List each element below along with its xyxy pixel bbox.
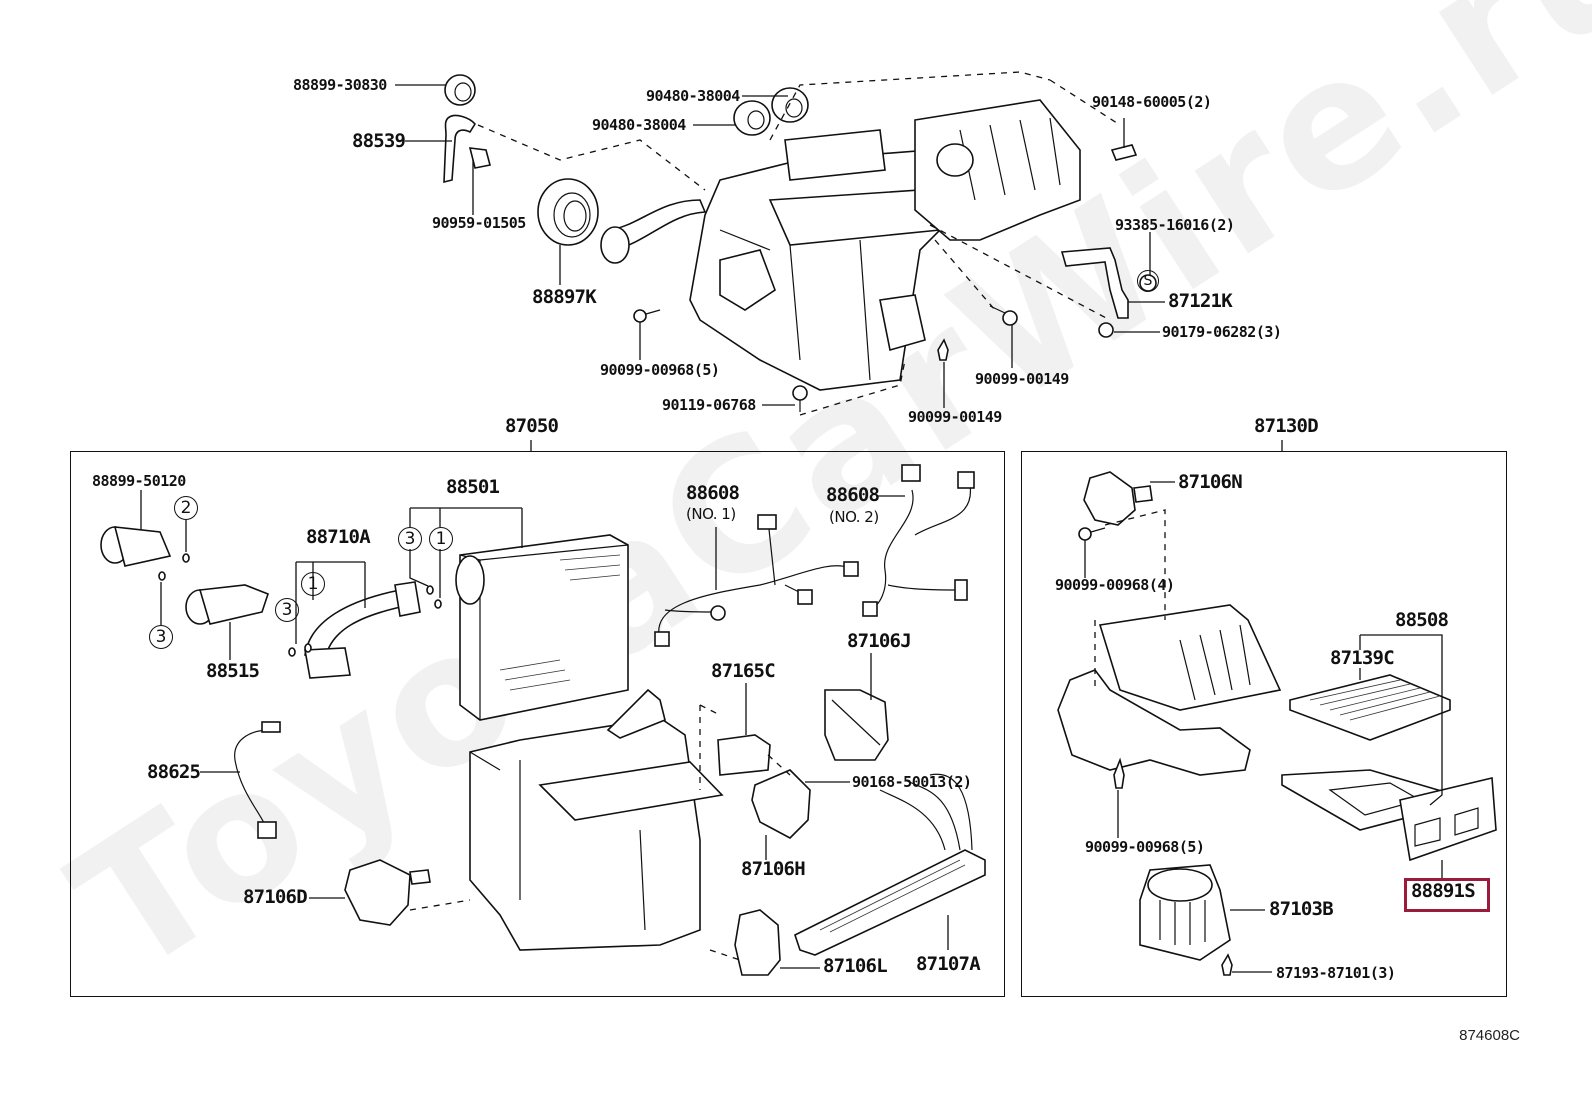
part-label-87107A[interactable]: 87107A <box>916 953 981 975</box>
part-label-87165C[interactable]: 87165C <box>711 660 776 682</box>
orings-87050 <box>158 553 442 657</box>
oring-callout-1-b: 1 <box>429 527 453 551</box>
part-label-87106L[interactable]: 87106L <box>823 955 888 977</box>
leader-lines-87050 <box>140 440 949 969</box>
servo-87106L <box>734 909 781 976</box>
part-label-88608-no2[interactable]: 88608 <box>826 484 880 506</box>
part-label-88710A[interactable]: 88710A <box>306 526 371 548</box>
part-label-87121K[interactable]: 87121K <box>1168 290 1233 312</box>
seal-88897K <box>537 178 599 246</box>
servo-87106N <box>1083 471 1153 526</box>
highlighted-part-box[interactable] <box>1404 878 1490 912</box>
part-label-90099-00968-5-top[interactable]: 90099-00968(5) <box>600 361 720 379</box>
air-duct-88891S <box>1399 777 1497 862</box>
heater-unit-87050 <box>469 688 724 951</box>
grommets-90480-38004 <box>733 87 809 136</box>
part-label-87106H[interactable]: 87106H <box>741 858 806 880</box>
top-heater-unit <box>600 99 1081 391</box>
oring-callout-3-b: 3 <box>275 598 299 622</box>
part-sublabel-88608-no1: (NO. 1) <box>686 505 736 523</box>
sensor-88625 <box>234 721 281 839</box>
leader-lines-top <box>395 84 1165 408</box>
part-label-88508[interactable]: 88508 <box>1395 609 1449 631</box>
part-label-87106J[interactable]: 87106J <box>847 630 912 652</box>
part-label-88891S[interactable]: 88891S <box>1411 880 1476 902</box>
group-title-87050[interactable]: 87050 <box>505 415 559 437</box>
part-label-90480-38004-lower[interactable]: 90480-38004 <box>592 116 686 134</box>
heater-core-87107A <box>794 773 986 956</box>
servo-87106H <box>751 769 811 839</box>
evaporator-88501 <box>455 534 629 721</box>
part-label-90099-00968-5-group[interactable]: 90099-00968(5) <box>1085 838 1205 856</box>
part-label-87193-87101[interactable]: 87193-87101(3) <box>1276 964 1396 982</box>
part-label-90959-01505[interactable]: 90959-01505 <box>432 214 526 232</box>
group-title-87130D[interactable]: 87130D <box>1254 415 1319 437</box>
part-label-90099-00149-lower[interactable]: 90099-00149 <box>908 408 1002 426</box>
amplifier-87165C <box>717 734 771 776</box>
servo-87106D <box>344 859 431 926</box>
part-label-88539[interactable]: 88539 <box>352 130 406 152</box>
part-label-90168-50013[interactable]: 90168-50013(2) <box>852 773 972 791</box>
tube-88710A <box>304 581 421 679</box>
hose-88539 <box>443 114 491 184</box>
grommet-88899-30830 <box>444 74 476 106</box>
pressure-switch-88899-50120 <box>100 526 172 567</box>
group-frame-87130D <box>1021 451 1507 997</box>
bracket-87121K <box>1060 247 1129 319</box>
group-frame-87050 <box>70 451 1005 997</box>
part-label-87106N[interactable]: 87106N <box>1178 471 1243 493</box>
part-label-88899-30830[interactable]: 88899-30830 <box>293 76 387 94</box>
part-label-90099-00149-right[interactable]: 90099-00149 <box>975 370 1069 388</box>
filter-87139C <box>1289 674 1451 741</box>
part-label-87106D[interactable]: 87106D <box>243 886 308 908</box>
screws-87130D <box>1078 527 1233 976</box>
oring-callout-1-a: 1 <box>301 572 325 596</box>
diagram-id: 874608C <box>1459 1027 1520 1044</box>
wire-harness-88608-no2 <box>862 464 975 617</box>
servo-87106J <box>824 689 889 761</box>
part-label-88625[interactable]: 88625 <box>147 761 201 783</box>
dashed-guides-top <box>477 71 1121 416</box>
oring-callout-3-a: 3 <box>149 625 173 649</box>
part-label-87139C[interactable]: 87139C <box>1330 647 1395 669</box>
expansion-valve-88515 <box>185 584 269 625</box>
wire-harness-88608-no1 <box>654 514 859 647</box>
leader-lines-87130D <box>1084 440 1443 973</box>
part-label-88515[interactable]: 88515 <box>206 660 260 682</box>
oring-callout-2: 2 <box>174 496 198 520</box>
part-label-90148-60005[interactable]: 90148-60005(2) <box>1092 93 1212 111</box>
oring-callout-3-c: 3 <box>398 527 422 551</box>
s-symbol-callout: S <box>1137 270 1159 292</box>
part-label-87103B[interactable]: 87103B <box>1269 898 1334 920</box>
part-label-90179-06282[interactable]: 90179-06282(3) <box>1162 323 1282 341</box>
part-label-90480-38004-upper[interactable]: 90480-38004 <box>646 87 740 105</box>
part-label-88608-no1[interactable]: 88608 <box>686 482 740 504</box>
part-label-88897K[interactable]: 88897K <box>532 286 597 308</box>
blower-motor-87103B <box>1139 864 1231 961</box>
dashed-guides-87130D <box>1094 509 1166 690</box>
part-label-88501[interactable]: 88501 <box>446 476 500 498</box>
dashed-guides-87050 <box>409 704 791 961</box>
blower-housing <box>1057 604 1282 776</box>
part-label-88899-50120[interactable]: 88899-50120 <box>92 472 186 490</box>
part-sublabel-88608-no2: (NO. 2) <box>829 508 879 526</box>
part-label-90119-06768[interactable]: 90119-06768 <box>662 396 756 414</box>
part-label-93385-16016[interactable]: 93385-16016(2) <box>1115 216 1235 234</box>
part-label-90099-00968-4[interactable]: 90099-00968(4) <box>1055 576 1175 594</box>
